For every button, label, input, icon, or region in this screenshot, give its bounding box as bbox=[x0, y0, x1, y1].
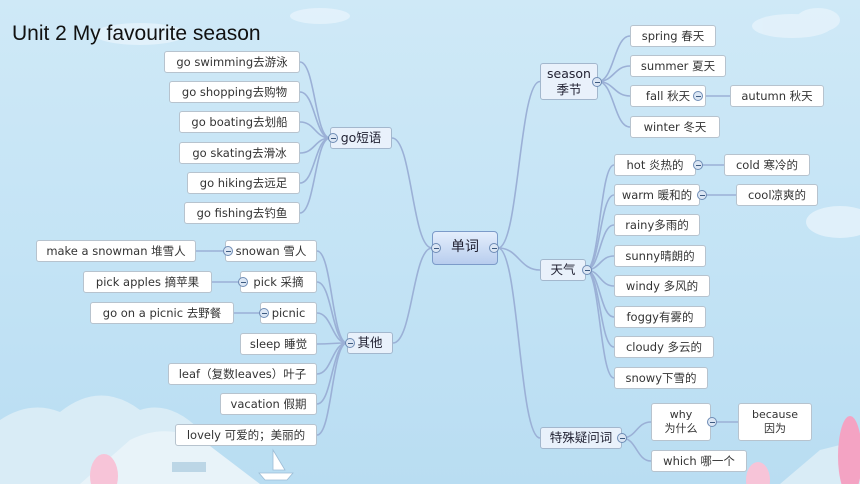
summer-node[interactable]: summer 夏天 bbox=[630, 55, 726, 77]
connector-line bbox=[316, 312, 348, 344]
cloudy-node[interactable]: cloudy 多云的 bbox=[614, 336, 714, 358]
connector-line bbox=[299, 137, 331, 214]
collapse-toggle-icon[interactable] bbox=[238, 277, 248, 287]
leaf-node[interactable]: leaf（复数leaves）叶子 bbox=[168, 363, 317, 385]
fall-node[interactable]: fall 秋天 bbox=[630, 85, 706, 107]
center-node[interactable]: 单词 bbox=[432, 231, 498, 265]
cloud-shapes bbox=[94, 8, 860, 238]
collapse-toggle-icon[interactable] bbox=[345, 338, 355, 348]
collapse-toggle-icon[interactable] bbox=[582, 265, 592, 275]
collapse-toggle-icon[interactable] bbox=[489, 243, 499, 253]
snowy-node[interactable]: snowy下雪的 bbox=[614, 367, 708, 389]
connector-line bbox=[497, 247, 541, 439]
why-zh: 为什么 bbox=[664, 422, 698, 435]
collapse-toggle-icon[interactable] bbox=[592, 77, 602, 87]
connector-line bbox=[585, 194, 615, 271]
rainy-node[interactable]: rainy多雨的 bbox=[614, 214, 700, 236]
go-item[interactable]: go swimming去游泳 bbox=[164, 51, 300, 73]
snowman-node[interactable]: snowan 雪人 bbox=[225, 240, 317, 262]
connector-line bbox=[299, 61, 331, 139]
hot-node[interactable]: hot 炎热的 bbox=[614, 154, 696, 176]
collapse-toggle-icon[interactable] bbox=[223, 246, 233, 256]
lovely-node[interactable]: lovely 可爱的；美丽的 bbox=[175, 424, 317, 446]
sailboat-icon bbox=[258, 448, 294, 481]
because-node[interactable]: because 因为 bbox=[738, 403, 812, 441]
picnic-node[interactable]: picnic bbox=[260, 302, 317, 324]
connector-line bbox=[392, 247, 433, 344]
connector-line bbox=[316, 342, 348, 436]
branch-other[interactable]: 其他 bbox=[347, 332, 393, 354]
collapse-toggle-icon[interactable] bbox=[617, 433, 627, 443]
winter-node[interactable]: winter 冬天 bbox=[630, 116, 720, 138]
vacation-node[interactable]: vacation 假期 bbox=[220, 393, 317, 415]
pick-node[interactable]: pick 采摘 bbox=[240, 271, 317, 293]
connector-line bbox=[497, 247, 541, 271]
pink-tree-right bbox=[746, 462, 770, 484]
collapse-toggle-icon[interactable] bbox=[328, 133, 338, 143]
which-node[interactable]: which 哪一个 bbox=[651, 450, 747, 472]
branch-season-en: season bbox=[547, 65, 591, 81]
collapse-toggle-icon[interactable] bbox=[693, 160, 703, 170]
connector-line bbox=[585, 269, 615, 379]
sleep-node[interactable]: sleep 睡觉 bbox=[240, 333, 317, 355]
branch-season-zh: 季节 bbox=[556, 81, 582, 97]
cold-node[interactable]: cold 寒冷的 bbox=[724, 154, 810, 176]
connector-line bbox=[597, 35, 631, 83]
connector-line bbox=[621, 437, 652, 462]
pink-tree-corner bbox=[838, 416, 860, 484]
why-node[interactable]: why 为什么 bbox=[651, 403, 711, 441]
because-zh: 因为 bbox=[764, 422, 786, 435]
collapse-toggle-icon[interactable] bbox=[259, 308, 269, 318]
go-item[interactable]: go skating去滑冰 bbox=[179, 142, 300, 164]
pick-apples-node[interactable]: pick apples 摘苹果 bbox=[83, 271, 212, 293]
connector-line bbox=[597, 80, 631, 128]
make-snowman-node[interactable]: make a snowman 堆雪人 bbox=[36, 240, 196, 262]
warm-node[interactable]: warm 暖和的 bbox=[614, 184, 700, 206]
because-en: because bbox=[751, 408, 798, 422]
go-item[interactable]: go hiking去远足 bbox=[187, 172, 300, 194]
connector-line bbox=[497, 80, 541, 249]
autumn-node[interactable]: autumn 秋天 bbox=[730, 85, 824, 107]
collapse-toggle-icon[interactable] bbox=[697, 190, 707, 200]
cool-node[interactable]: cool凉爽的 bbox=[736, 184, 818, 206]
connector-line bbox=[585, 269, 615, 348]
go-item[interactable]: go boating去划船 bbox=[179, 111, 300, 133]
connector-line bbox=[585, 164, 615, 271]
page-title: Unit 2 My favourite season bbox=[12, 22, 261, 45]
sunny-node[interactable]: sunny晴朗的 bbox=[614, 245, 706, 267]
pink-tree-left bbox=[90, 454, 118, 484]
why-en: why bbox=[669, 408, 693, 422]
connector-line bbox=[316, 250, 348, 344]
windy-node[interactable]: windy 多风的 bbox=[614, 275, 710, 297]
branch-go[interactable]: go短语 bbox=[330, 127, 392, 149]
connector-line bbox=[299, 91, 331, 139]
mountain-shape-far bbox=[80, 431, 260, 484]
go-picnic-node[interactable]: go on a picnic 去野餐 bbox=[90, 302, 234, 324]
go-item[interactable]: go fishing去钓鱼 bbox=[184, 202, 300, 224]
branch-weather[interactable]: 天气 bbox=[540, 259, 586, 281]
go-item[interactable]: go shopping去购物 bbox=[169, 81, 300, 103]
spring-node[interactable]: spring 春天 bbox=[630, 25, 716, 47]
collapse-toggle-icon[interactable] bbox=[707, 417, 717, 427]
connector-line bbox=[316, 281, 348, 344]
foggy-node[interactable]: foggy有雾的 bbox=[614, 306, 706, 328]
collapse-toggle-icon[interactable] bbox=[431, 243, 441, 253]
connector-line bbox=[391, 137, 433, 249]
branch-question[interactable]: 特殊疑问词 bbox=[540, 427, 622, 449]
collapse-toggle-icon[interactable] bbox=[693, 91, 703, 101]
pier-shape bbox=[172, 462, 206, 472]
branch-season[interactable]: season 季节 bbox=[540, 63, 598, 100]
